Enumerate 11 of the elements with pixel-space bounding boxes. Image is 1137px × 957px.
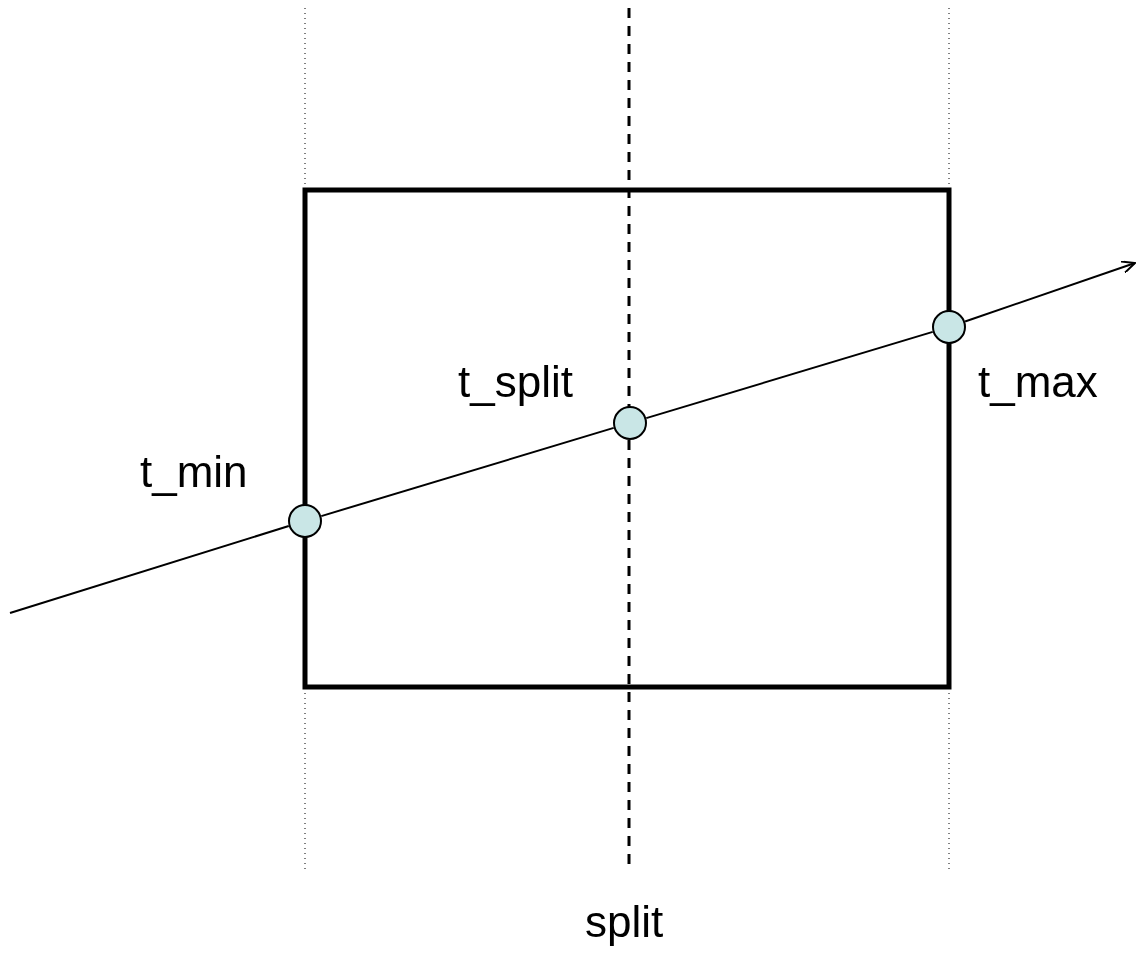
plane-label: split	[585, 896, 664, 948]
ray-segment	[964, 260, 1136, 323]
intersection-point	[932, 310, 966, 344]
intersection-point	[288, 504, 322, 538]
ray-segment	[645, 330, 934, 420]
ray-segment	[9, 525, 290, 614]
point-label: t_min	[140, 446, 248, 498]
point-label: t_max	[978, 356, 1098, 408]
intersection-point	[613, 406, 647, 440]
point-label: t_split	[458, 356, 573, 408]
ray-segment	[320, 426, 615, 518]
